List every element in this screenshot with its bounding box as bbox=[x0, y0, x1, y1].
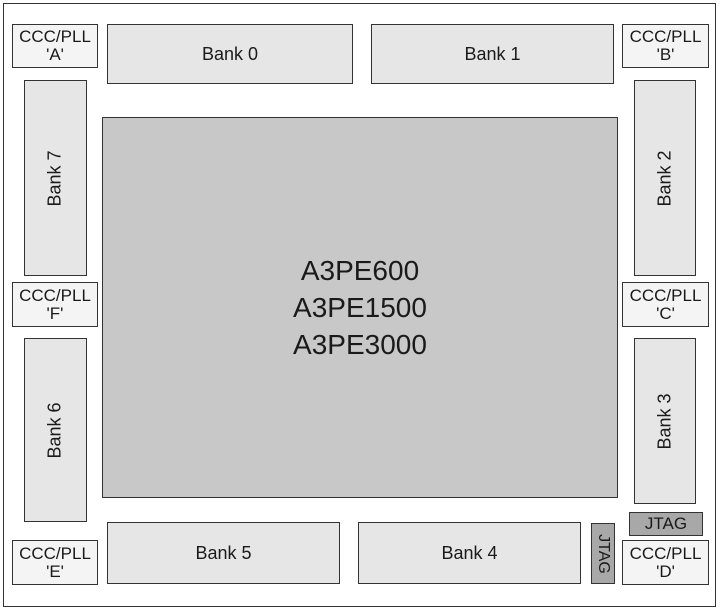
bank-1-label: Bank 1 bbox=[464, 43, 521, 64]
jtag-horizontal-label: JTAG bbox=[644, 514, 688, 533]
ccc-pll-c-line2: 'C' bbox=[656, 303, 675, 323]
ccc-pll-d: CCC/PLL 'D' bbox=[622, 540, 709, 585]
bank-0: Bank 0 bbox=[107, 24, 353, 84]
ccc-pll-d-line2: 'D' bbox=[656, 561, 675, 581]
bank-6: Bank 6 bbox=[24, 338, 87, 522]
bank-2: Bank 2 bbox=[634, 80, 696, 276]
bank-6-label: Bank 6 bbox=[44, 401, 65, 459]
jtag-vertical-label: JTAG bbox=[595, 533, 613, 574]
bank-2-label: Bank 2 bbox=[654, 149, 675, 207]
core-device-name-1: A3PE600 bbox=[300, 255, 420, 286]
ccc-pll-f-line2: 'F' bbox=[46, 303, 64, 323]
bank-3-label: Bank 3 bbox=[654, 392, 675, 450]
ccc-pll-b-line1: CCC/PLL bbox=[629, 27, 702, 46]
bank-5-label: Bank 5 bbox=[195, 542, 252, 563]
bank-4: Bank 4 bbox=[358, 522, 581, 584]
bank-7: Bank 7 bbox=[24, 80, 87, 276]
ccc-pll-b: CCC/PLL 'B' bbox=[622, 24, 709, 68]
core-device-name-2: A3PE1500 bbox=[293, 292, 427, 323]
ccc-pll-e-line1: CCC/PLL bbox=[19, 543, 91, 563]
bank-0-label: Bank 0 bbox=[201, 43, 259, 64]
ccc-pll-a-line2: 'A' bbox=[46, 45, 64, 64]
bank-5: Bank 5 bbox=[107, 522, 340, 584]
bank-3: Bank 3 bbox=[634, 338, 696, 504]
ccc-pll-c-line1: CCC/PLL bbox=[629, 285, 702, 305]
jtag-block-vertical: JTAG bbox=[591, 523, 615, 584]
bank-7-label: Bank 7 bbox=[44, 149, 65, 207]
ccc-pll-c: CCC/PLL 'C' bbox=[622, 282, 709, 327]
jtag-block-horizontal: JTAG bbox=[629, 512, 703, 536]
core-fabric: A3PE600 A3PE1500 A3PE3000 bbox=[102, 117, 618, 498]
bank-4-label: Bank 4 bbox=[441, 542, 498, 563]
ccc-pll-a: CCC/PLL 'A' bbox=[12, 24, 98, 68]
ccc-pll-b-line2: 'B' bbox=[656, 45, 675, 64]
ccc-pll-f-line1: CCC/PLL bbox=[19, 285, 91, 305]
ccc-pll-a-line1: CCC/PLL bbox=[19, 27, 91, 46]
bank-1: Bank 1 bbox=[371, 24, 614, 84]
core-device-name-3: A3PE3000 bbox=[293, 329, 427, 360]
ccc-pll-d-line1: CCC/PLL bbox=[629, 543, 702, 563]
ccc-pll-e: CCC/PLL 'E' bbox=[12, 540, 98, 585]
ccc-pll-f: CCC/PLL 'F' bbox=[12, 282, 98, 327]
ccc-pll-e-line2: 'E' bbox=[46, 561, 64, 581]
